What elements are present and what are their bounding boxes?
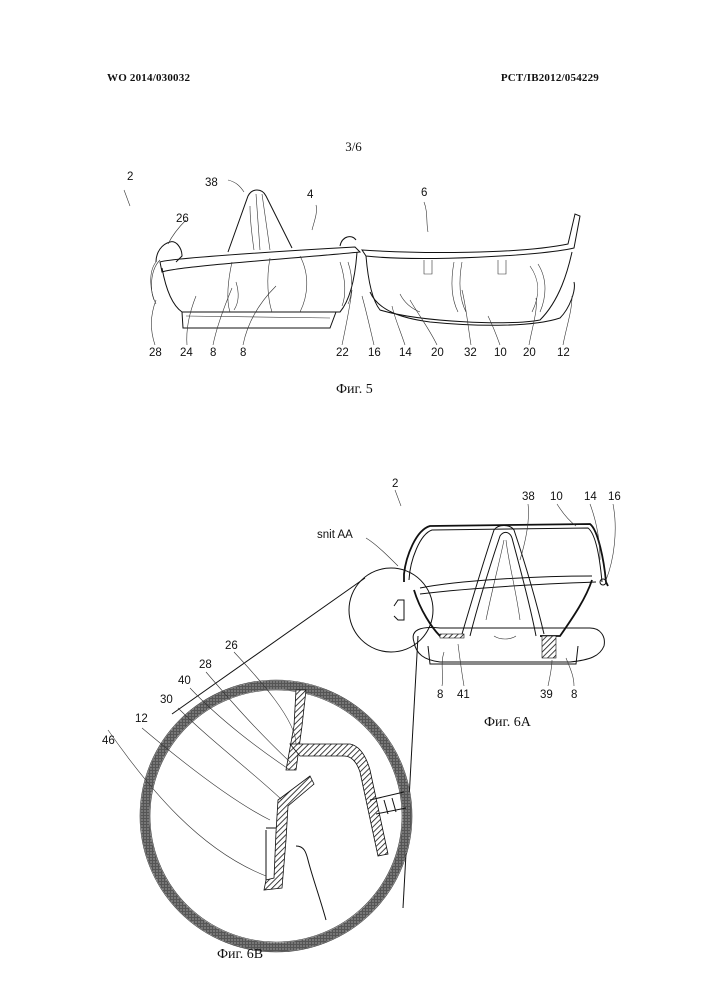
ref-label: 26 — [176, 213, 189, 225]
right-container-rim — [362, 214, 580, 258]
lid-10 — [404, 524, 608, 586]
left-container-base — [182, 312, 336, 328]
wall-lower-segment-12 — [264, 776, 314, 890]
ref-label: 22 — [336, 347, 349, 359]
ref-label: 28 — [149, 347, 162, 359]
ref-label: 20 — [431, 347, 444, 359]
ref-label: 28 — [199, 659, 212, 671]
figure-6a-caption: Фиг. 6A — [484, 715, 532, 730]
ref-label: 12 — [135, 713, 148, 725]
figure-6b: 26 28 40 30 12 46 Фиг. 6B — [102, 578, 418, 962]
magnified-detail-circle — [145, 685, 407, 947]
ref-label: 38 — [205, 177, 218, 189]
ref-label: 12 — [557, 347, 570, 359]
section-label: snit AA — [317, 529, 353, 541]
figure-5: 2 38 4 26 6 28 24 8 8 22 16 14 20 32 10 … — [124, 171, 580, 397]
figure-6a: 2 38 10 14 16 snit AA 8 41 39 8 Фиг. 6A — [317, 478, 621, 730]
ref-label: 38 — [522, 491, 535, 503]
inner-wall-left — [414, 590, 462, 636]
ref-label: 41 — [457, 689, 470, 701]
ref-label: 8 — [240, 347, 246, 359]
ref-label: 8 — [571, 689, 577, 701]
ref-label: 8 — [210, 347, 216, 359]
right-container-body — [366, 252, 572, 323]
hatched-block-39 — [542, 636, 556, 658]
ref-label: 32 — [464, 347, 477, 359]
rim-lid-profile-26 — [290, 744, 388, 856]
ref-label: 2 — [127, 171, 133, 183]
ref-label: 30 — [160, 694, 173, 706]
figure-5-caption: Фиг. 5 — [336, 382, 373, 397]
base-footprint — [413, 628, 604, 662]
left-container-rim — [160, 247, 360, 272]
ref-label: 16 — [368, 347, 381, 359]
wall-upper-segment — [286, 690, 306, 770]
ref-label: 40 — [178, 675, 191, 687]
ref-label: 8 — [437, 689, 443, 701]
ref-label: 14 — [399, 347, 412, 359]
cone-38 — [228, 190, 292, 252]
ref-label: 16 — [608, 491, 621, 503]
ref-label: 39 — [540, 689, 553, 701]
ref-label: 4 — [307, 189, 314, 201]
ref-label: 10 — [550, 491, 563, 503]
ref-label: 20 — [523, 347, 536, 359]
ref-label: 26 — [225, 640, 238, 652]
figure-6b-caption: Фиг. 6B — [217, 947, 263, 962]
ref-label: 2 — [392, 478, 398, 490]
ref-label: 14 — [584, 491, 597, 503]
ref-label: 46 — [102, 735, 115, 747]
ref-label: 6 — [421, 187, 427, 199]
ref-label: 24 — [180, 347, 193, 359]
ref-label: 10 — [494, 347, 507, 359]
